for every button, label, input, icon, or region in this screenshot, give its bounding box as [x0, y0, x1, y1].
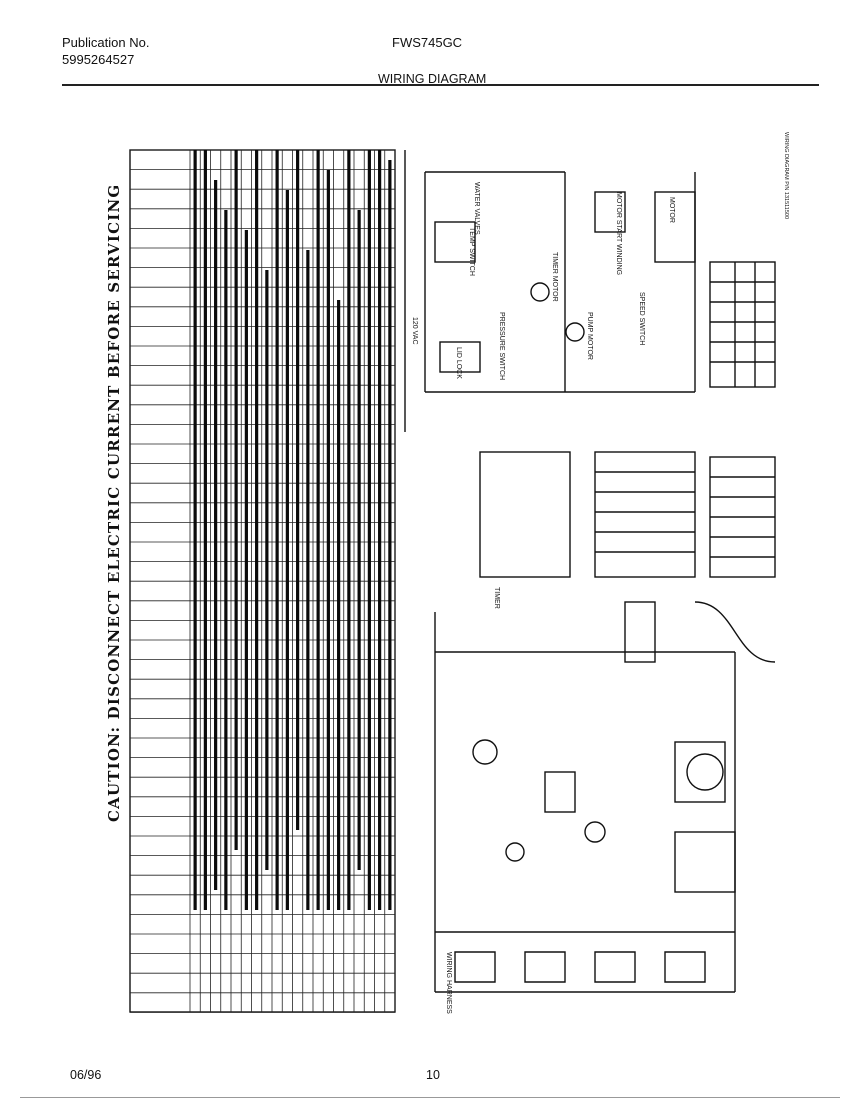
- label-water-valves: WATER VALVES: [473, 182, 480, 235]
- timer-sequence-chart: [129, 149, 396, 1013]
- label-timer-motor: TIMER MOTOR: [551, 252, 558, 302]
- footer-date: 06/96: [70, 1068, 102, 1082]
- label-timer: TIMER: [493, 587, 500, 609]
- label-wiring-pn: WIRING DIAGRAM P/N 131511500: [783, 132, 789, 219]
- footer-rule: [20, 1097, 840, 1098]
- caution-text: CAUTION: DISCONNECT ELECTRIC CURRENT BEF…: [105, 184, 123, 822]
- publication-number: 5995264527: [62, 52, 135, 67]
- schematic-upper: [404, 150, 776, 432]
- timer-connector: [479, 451, 776, 663]
- label-wiring-harness: WIRING HARNESS: [445, 952, 452, 1014]
- label-motor: MOTOR: [668, 197, 675, 223]
- wiring-diagram: CAUTION: DISCONNECT ELECTRIC CURRENT BEF…: [105, 132, 789, 1014]
- page-title: WIRING DIAGRAM: [378, 72, 487, 86]
- header-rule: [62, 84, 819, 86]
- label-motor-start-winding: MOTOR START WINDING: [615, 192, 622, 275]
- label-speed-switch: SPEED SWITCH: [638, 292, 645, 345]
- footer-page-number: 10: [426, 1068, 440, 1082]
- schematic-lower: [434, 612, 736, 993]
- label-pressure-switch: PRESSURE SWITCH: [498, 312, 505, 380]
- label-pump-motor: PUMP MOTOR: [586, 312, 593, 360]
- label-temp-switch: TEMP SWITCH: [468, 227, 475, 276]
- label-voltage: 120 VAC: [411, 317, 418, 345]
- model-number: FWS745GC: [392, 35, 463, 50]
- publication-label: Publication No.: [62, 35, 150, 50]
- label-lid-lock: LID LOCK: [455, 347, 462, 379]
